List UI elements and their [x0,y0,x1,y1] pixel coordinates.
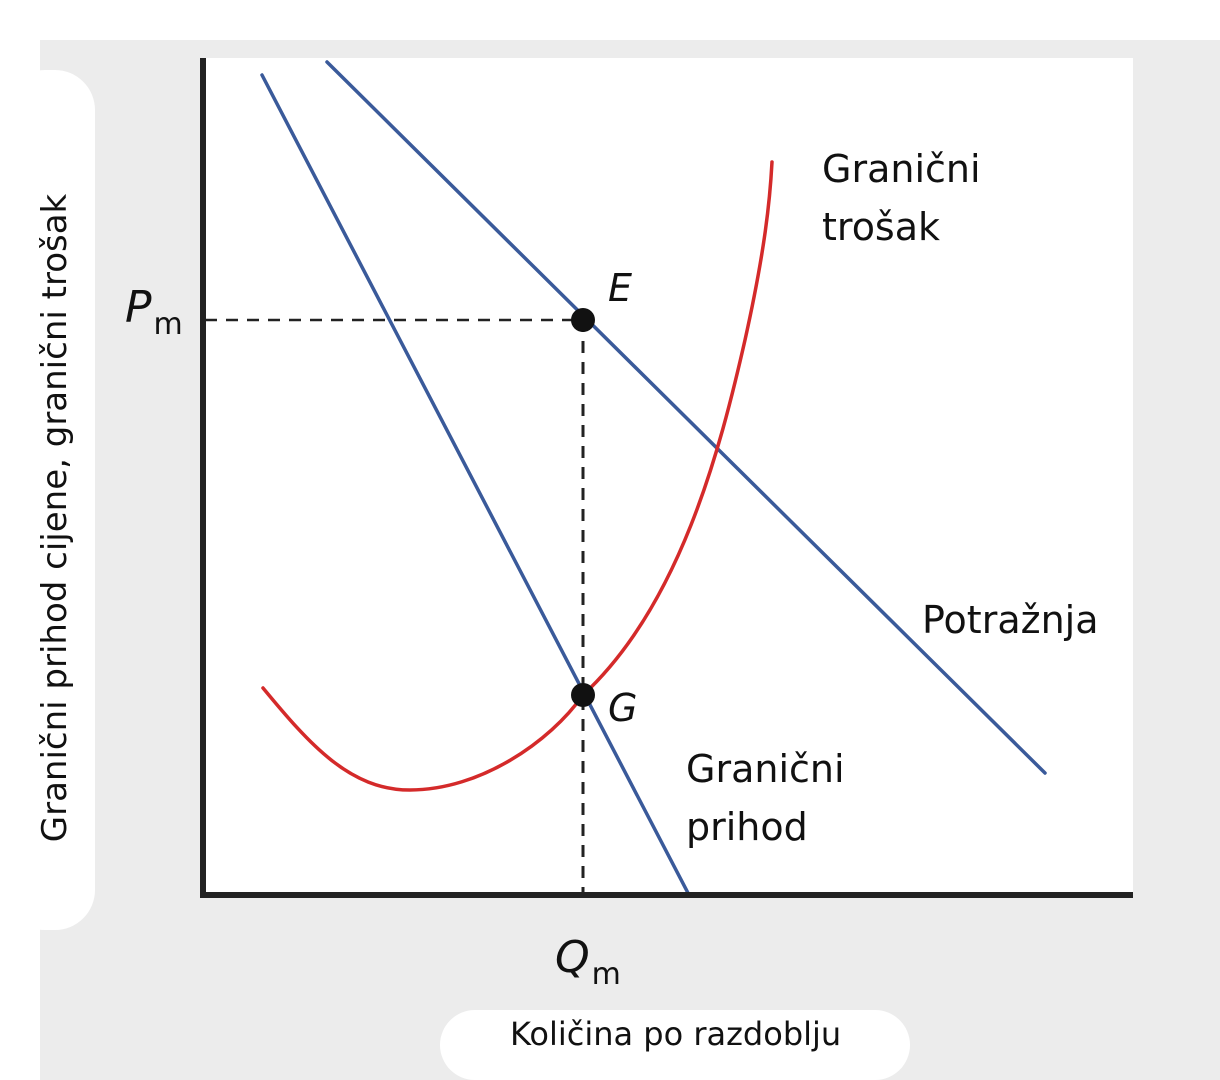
demand-label: Potražnja [922,598,1099,642]
quantity-tick-main: Q [555,932,590,983]
point-g [571,683,595,707]
label-bubble-y-axis [5,70,95,930]
plot-area [203,58,1133,896]
marginal-revenue-label-line1: Granični [686,747,845,791]
x-axis-label: Količina po razdoblju [510,1015,842,1053]
point-e-label: E [608,266,633,310]
marginal-cost-label-line2: trošak [822,205,941,249]
quantity-tick-label: Qm [555,932,621,992]
price-tick-main: P [125,282,152,333]
point-g-label: G [608,686,638,730]
demand-curve [325,60,1047,775]
y-axis-label: Granični prihod cijene, granični trošak [35,193,75,843]
marginal-cost-label: Granični trošak [822,140,981,256]
marginal-revenue-label: Granični prihod [686,740,845,856]
quantity-tick-sub: m [591,957,621,992]
label-bubble-x-axis [440,1010,910,1080]
price-tick-sub: m [153,307,183,342]
marginal-cost-label-line1: Granični [822,147,981,191]
marginal-revenue-label-line2: prihod [686,805,808,849]
price-tick-label: Pm [125,282,183,342]
point-e [571,308,595,332]
marginal-revenue-curve [260,73,690,895]
marginal-cost-curve [261,160,774,792]
